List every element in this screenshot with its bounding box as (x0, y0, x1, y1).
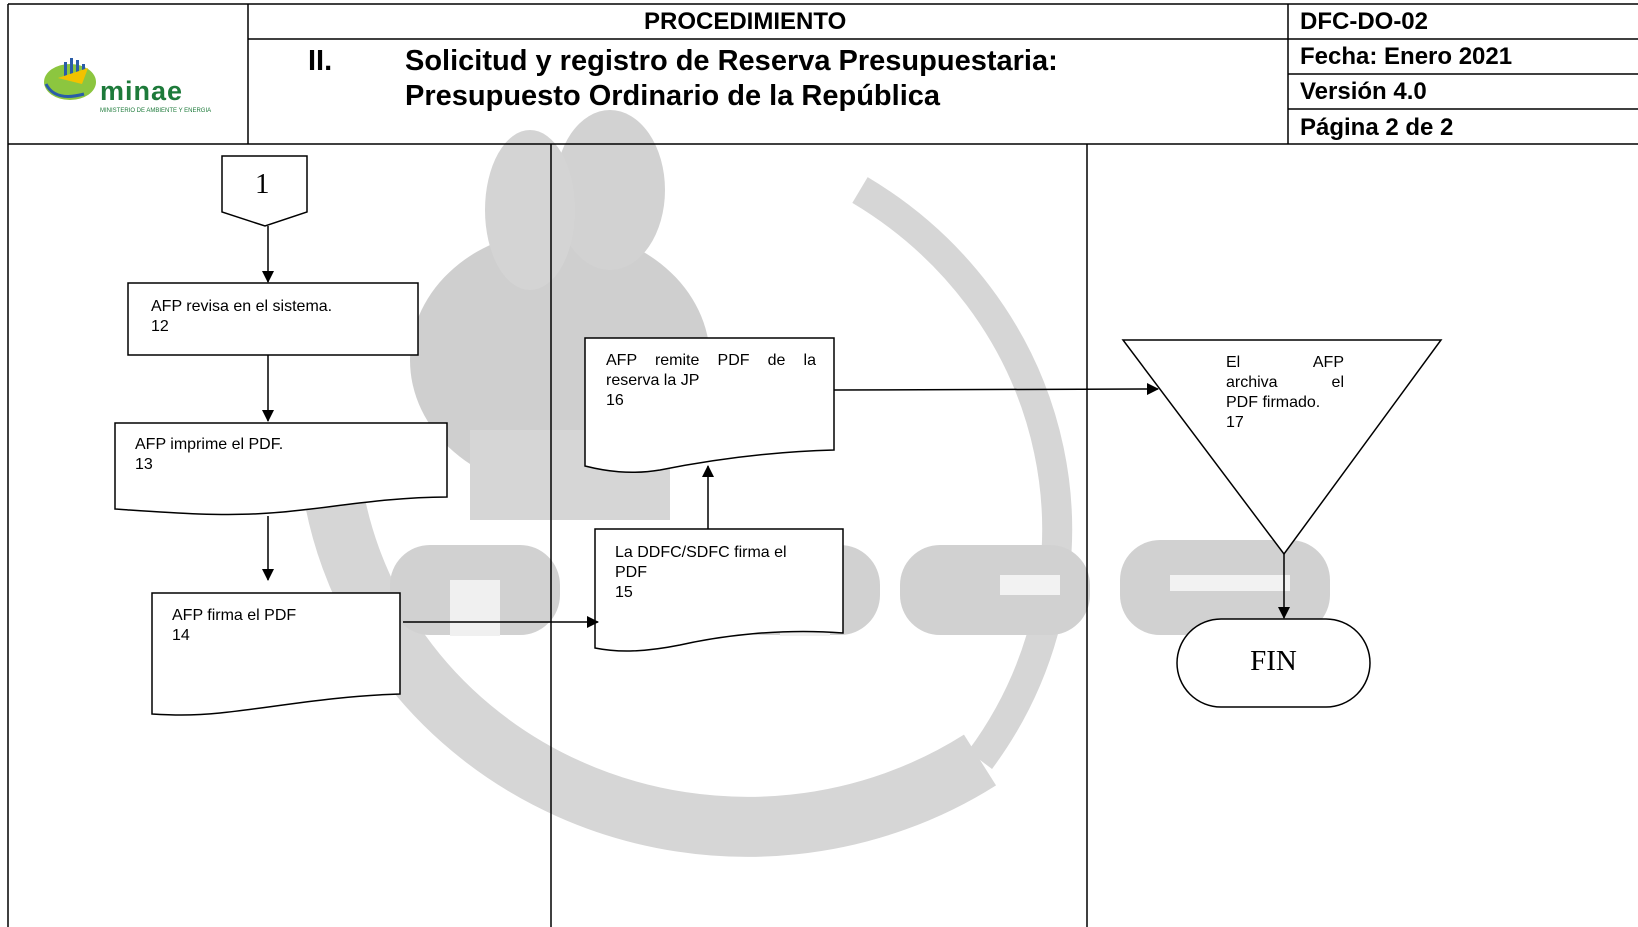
document-version: Versión 4.0 (1300, 78, 1427, 105)
step-16-line1: AFP remite PDF de la (606, 352, 816, 369)
document-box-16 (584, 337, 835, 474)
end-terminator (1176, 618, 1371, 708)
logo-wordmark: minae (100, 76, 184, 106)
step-12-number: 12 (151, 318, 169, 335)
step-13-number: 13 (135, 456, 153, 473)
off-page-connector (221, 155, 308, 227)
arrow-16-to-17 (833, 383, 1159, 396)
step-16: AFP remite PDF de la reserva la JP 16 (606, 351, 816, 411)
document-box-15 (594, 528, 844, 652)
step-17-line3: PDF firmado. (1226, 394, 1321, 411)
step-15-line1: La DDFC/SDFC firma el (615, 544, 787, 561)
step-14-text: AFP firma el PDF (172, 607, 297, 624)
document-date: Fecha: Enero 2021 (1300, 43, 1513, 70)
step-12-text: AFP revisa en el sistema. (151, 298, 333, 315)
page-number: Página 2 de 2 (1300, 114, 1454, 141)
end-label: FIN (1250, 645, 1297, 677)
procedure-title: PROCEDIMIENTO (644, 8, 847, 35)
step-17-row2: archiva el (1226, 373, 1344, 393)
step-17-word-el: El (1226, 354, 1241, 371)
subtitle-line1: Solicitud y registro de Reserva Presupue… (405, 45, 1058, 77)
step-17-word-archiva: archiva (1226, 374, 1278, 391)
document-code: DFC-DO-02 (1300, 8, 1429, 35)
step-17-word-el2: el (1331, 374, 1344, 391)
subtitle-line2: Presupuesto Ordinario de la República (405, 80, 941, 112)
connector-label: 1 (255, 168, 270, 200)
document-box-14 (151, 592, 401, 716)
minae-logo (44, 58, 96, 100)
archive-triangle-17 (1121, 339, 1443, 556)
logo-tagline: MINISTERIO DE AMBIENTE Y ENERGIA (100, 108, 212, 114)
step-15-number: 15 (615, 584, 633, 601)
header-frame (7, 3, 1638, 927)
step-14-number: 14 (172, 627, 190, 644)
step-13: AFP imprime el PDF. 13 (135, 435, 435, 475)
step-17-number: 17 (1226, 414, 1244, 431)
section-number: II. (308, 45, 333, 77)
document-box-13 (114, 422, 448, 516)
step-12: AFP revisa en el sistema. 12 (151, 297, 411, 337)
step-13-text: AFP imprime el PDF. (135, 436, 284, 453)
step-15-line2: PDF (615, 564, 647, 581)
step-16-line2: reserva la JP (606, 372, 700, 389)
process-box-12 (127, 282, 419, 356)
step-14: AFP firma el PDF 14 (172, 606, 392, 646)
step-16-number: 16 (606, 392, 624, 409)
step-17-word-afp: AFP (1312, 354, 1344, 371)
step-15: La DDFC/SDFC firma el PDF 15 (615, 543, 825, 603)
step-17-row1: El AFP (1226, 353, 1344, 373)
step-17: El AFP archiva el PDF firmado. 17 (1226, 353, 1344, 433)
